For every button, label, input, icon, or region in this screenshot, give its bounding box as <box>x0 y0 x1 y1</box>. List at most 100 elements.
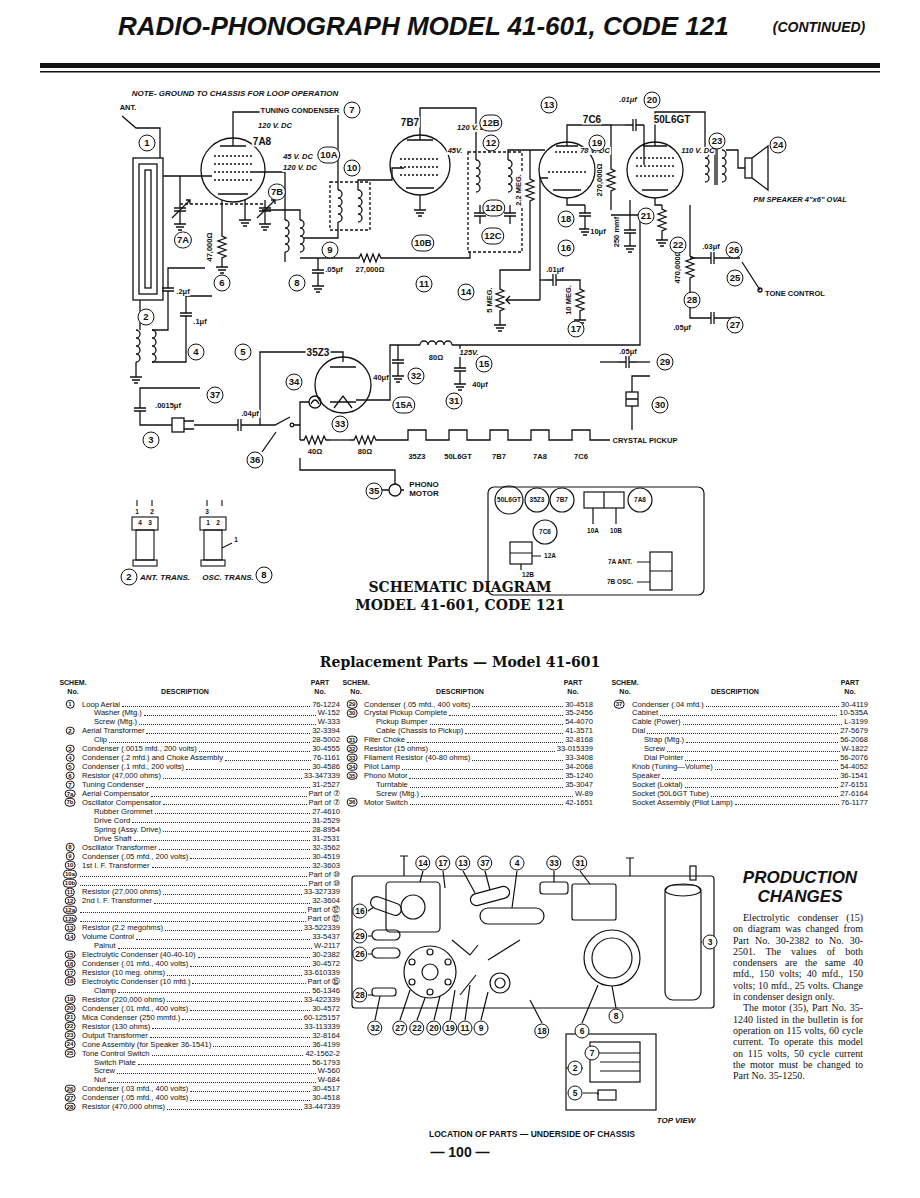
part-number: Part of ⑩ <box>309 879 340 888</box>
part-number: 76-1177 <box>841 798 868 807</box>
pin-number: 2 <box>216 519 220 526</box>
schematic-label: CRYSTAL PICKUP <box>612 437 679 445</box>
part-number: 56-2068 <box>840 735 868 744</box>
callout-number: 2 <box>568 1061 583 1076</box>
schematic-label: 5 MEG. <box>486 286 494 313</box>
dot-leader <box>409 778 563 779</box>
part-description: Clip <box>94 735 107 744</box>
dot-leader <box>686 742 838 743</box>
dot-leader <box>472 706 563 707</box>
part-description: Screw <box>644 744 665 753</box>
dot-leader <box>198 957 311 958</box>
callout-number: 35 <box>347 771 358 780</box>
schematic-label: 40μf <box>471 381 488 389</box>
callout-number: 7 <box>66 780 75 789</box>
part-number: 56-1346 <box>312 986 340 995</box>
body-text: The motor (35), Part No. 35-1240 listed … <box>733 1002 863 1081</box>
part-description: Condenser (.05 mfd., 400 volts) <box>82 1093 188 1102</box>
part-description: 2nd I. F. Transformer <box>82 896 152 905</box>
tube-label: 50L6GT <box>653 114 692 125</box>
table-header: PART <box>311 679 330 687</box>
dot-leader <box>138 1064 310 1065</box>
callout-number: 29 <box>657 354 674 371</box>
part-description: Output Transformer <box>82 1031 148 1040</box>
callout-number: 5 <box>66 762 75 771</box>
part-number: 33-113339 <box>304 1022 340 1031</box>
table-header: No. <box>67 688 78 696</box>
callout-number: 27 <box>727 317 744 334</box>
callout-number: 26 <box>352 947 367 962</box>
part-number: 41-3571 <box>565 726 593 735</box>
part-number: 33-447339 <box>304 1102 340 1111</box>
part-description: Resistor (470,000 ohms) <box>82 1102 165 1111</box>
dot-leader <box>213 1046 310 1047</box>
dot-leader <box>167 1001 302 1002</box>
table-header: No. <box>314 688 325 696</box>
dot-leader <box>150 1037 310 1038</box>
callout-number: 15 <box>476 356 493 373</box>
part-number: 31-2527 <box>312 780 340 789</box>
callout-number: 10A <box>317 147 340 164</box>
dot-leader <box>159 849 310 850</box>
pin-number: 2 <box>150 508 154 515</box>
callout-number: 24 <box>770 137 787 154</box>
dot-leader <box>190 858 310 859</box>
dot-leader <box>146 733 310 734</box>
part-description: Drive Cord <box>94 816 130 825</box>
callout-number: 25 <box>65 1049 76 1058</box>
part-number: 35-2456 <box>565 708 593 717</box>
dot-leader <box>706 706 839 707</box>
dot-leader <box>134 840 311 841</box>
callout-number: 23 <box>65 1031 76 1040</box>
callout-number: 28 <box>684 292 701 309</box>
callout-number: 18 <box>534 1024 549 1039</box>
part-description: Mica Condenser (250 mmfd.) <box>82 1013 180 1022</box>
callout-number: 13 <box>541 97 558 114</box>
voltage-label: PM SPEAKER 4"x6" OVAL <box>752 196 848 204</box>
schematic-label: .05μf <box>618 348 638 356</box>
schematic-label: .05μf <box>672 324 692 332</box>
part-description: Resistor (47,000 ohms) <box>82 771 161 780</box>
part-description: Palnut <box>94 941 116 950</box>
table-header: SCHEM. <box>611 679 638 687</box>
dot-leader <box>163 831 310 832</box>
dot-leader <box>163 778 302 779</box>
callout-number: 10 <box>344 160 361 177</box>
part-number: 31-2529 <box>312 816 340 825</box>
callout-number: 31 <box>572 856 587 871</box>
callout-number: 17 <box>65 968 76 977</box>
callout-number: 12B <box>479 115 502 132</box>
chassis-drawing <box>352 856 714 1110</box>
note-text: NOTE- GROUND TO CHASSIS FOR LOOP OPERATI… <box>131 90 340 99</box>
title-rule <box>40 63 880 73</box>
page-number: — 100 — <box>430 1145 489 1160</box>
dot-leader <box>117 1073 316 1074</box>
dot-leader <box>711 796 838 797</box>
callout-number: 15A <box>392 397 415 414</box>
part-description: Volume Control <box>82 932 134 941</box>
callout-number: 6 <box>214 275 231 292</box>
part-description: Speaker <box>632 771 660 780</box>
callout-number: 6 <box>66 771 75 780</box>
callout-number: 27 <box>65 1094 76 1103</box>
dot-leader <box>80 876 307 877</box>
part-description: Dial Pointer <box>644 753 683 762</box>
dot-leader <box>118 992 310 993</box>
callout-number: 19 <box>589 135 606 152</box>
part-number: 31-2531 <box>312 834 340 843</box>
part-number: 42-1562-2 <box>305 1049 340 1058</box>
callout-number: 10B <box>411 235 434 252</box>
tube-label: 7C6 <box>582 114 602 125</box>
dot-leader <box>144 715 316 716</box>
voltage-label: 110 V. DC <box>680 147 715 155</box>
part-description: Cable (Chassis to Pickup) <box>376 726 463 735</box>
callout-number: 11 <box>416 276 433 293</box>
part-description: Rubber Grommet <box>94 807 153 816</box>
dot-leader <box>122 706 310 707</box>
part-description: Screw <box>94 1066 115 1075</box>
callout-number: 8 <box>289 275 306 292</box>
callout-number: 19 <box>442 1021 457 1036</box>
tube-label: 7A8 <box>252 136 272 147</box>
figure-caption: LOCATION OF PARTS — UNDERSIDE OF CHASSIS <box>429 1130 635 1139</box>
part-number: 30-4119 <box>841 700 868 709</box>
